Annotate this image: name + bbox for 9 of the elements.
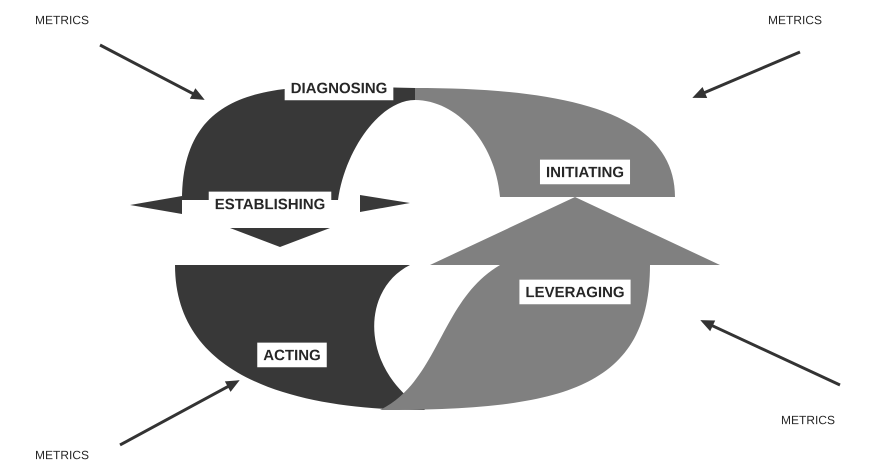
metrics-label: METRICS xyxy=(782,416,834,424)
phase-label: ACTING xyxy=(257,342,327,368)
phase-label: ESTABLISHING xyxy=(208,192,332,216)
metrics-label: METRICS xyxy=(36,450,88,460)
phase-label: INITIATING xyxy=(540,160,630,184)
metrics-label: METRICS xyxy=(36,16,88,24)
phase-label: LEVERAGING xyxy=(519,280,631,304)
metrics-label: METRICS xyxy=(768,16,822,24)
phase-label: DIAGNOSING xyxy=(284,76,394,100)
